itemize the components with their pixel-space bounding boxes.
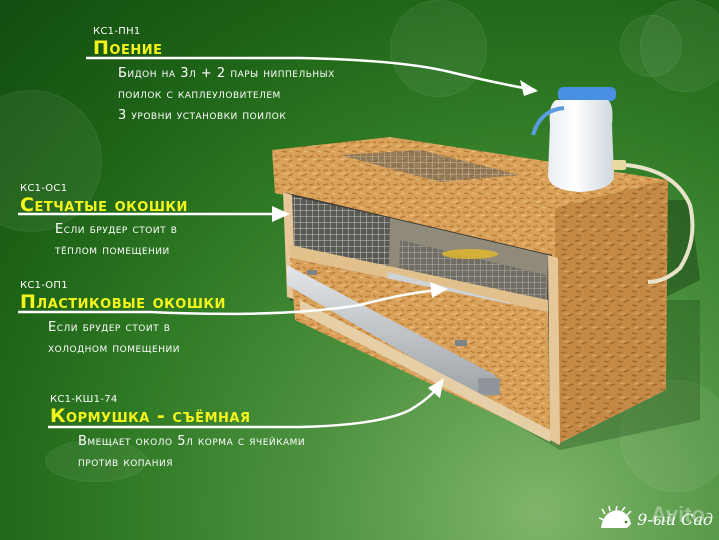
callout-title: Поение (93, 37, 163, 59)
arrow-head-icon (272, 206, 290, 222)
callout-title: Сетчатые окошки (20, 194, 188, 216)
bokeh-circle (45, 440, 147, 482)
callout-watering: КС1-ПН1 Поение (93, 26, 162, 59)
bokeh-circle (390, 0, 487, 97)
description-line: Если брудер стоит в (48, 320, 171, 335)
avito-watermark: Avito (650, 502, 705, 527)
description-line: против копания (78, 455, 173, 470)
callout-feeder-desc: Вмещает около 5л корма с ячейками против… (78, 431, 305, 473)
product-code: КС1-ПН1 (93, 26, 141, 37)
brand-name: 9-ый Сад (637, 509, 713, 529)
description-line: Вмещает около 5л корма с ячейками (78, 434, 306, 449)
watermark: Avito 9-ый Сад (599, 502, 713, 532)
description-line: Если брудер стоит в (55, 222, 178, 237)
callout-mesh-windows: КС1-ОС1 Сетчатые окошки (20, 183, 188, 216)
product-code: КС1-ОС1 (20, 183, 68, 194)
product-code: КС1-КШ1-74 (50, 394, 118, 405)
description-line: тёплом помещении (55, 243, 170, 258)
hedgehog-icon (599, 506, 632, 528)
callout-mesh-windows-desc: Если брудер стоит в тёплом помещении (55, 219, 177, 261)
description-line: холодном помещении (48, 341, 180, 356)
description-line: Бидон на 3л + 2 пары ниппельных (118, 66, 335, 81)
callout-watering-desc: Бидон на 3л + 2 пары ниппельных поилок с… (118, 63, 335, 126)
arrow-head-icon (428, 378, 444, 398)
callout-title: Пластиковые окошки (20, 291, 226, 313)
description-line: поилок с каплеуловителем (118, 87, 281, 102)
description-line: 3 уровни установки поилок (118, 108, 287, 123)
callout-plastic-windows: КС1-ОП1 Пластиковые окошки (20, 280, 226, 313)
callout-feeder: КС1-КШ1-74 Кормушка - съёмная (50, 394, 250, 427)
arrow-head-icon (520, 80, 538, 96)
callout-title: Кормушка - съёмная (50, 405, 251, 427)
callout-plastic-windows-desc: Если брудер стоит в холодном помещении (48, 317, 180, 359)
bokeh-circle (640, 0, 719, 92)
arrow-head-icon (430, 282, 448, 298)
product-code: КС1-ОП1 (20, 280, 68, 291)
